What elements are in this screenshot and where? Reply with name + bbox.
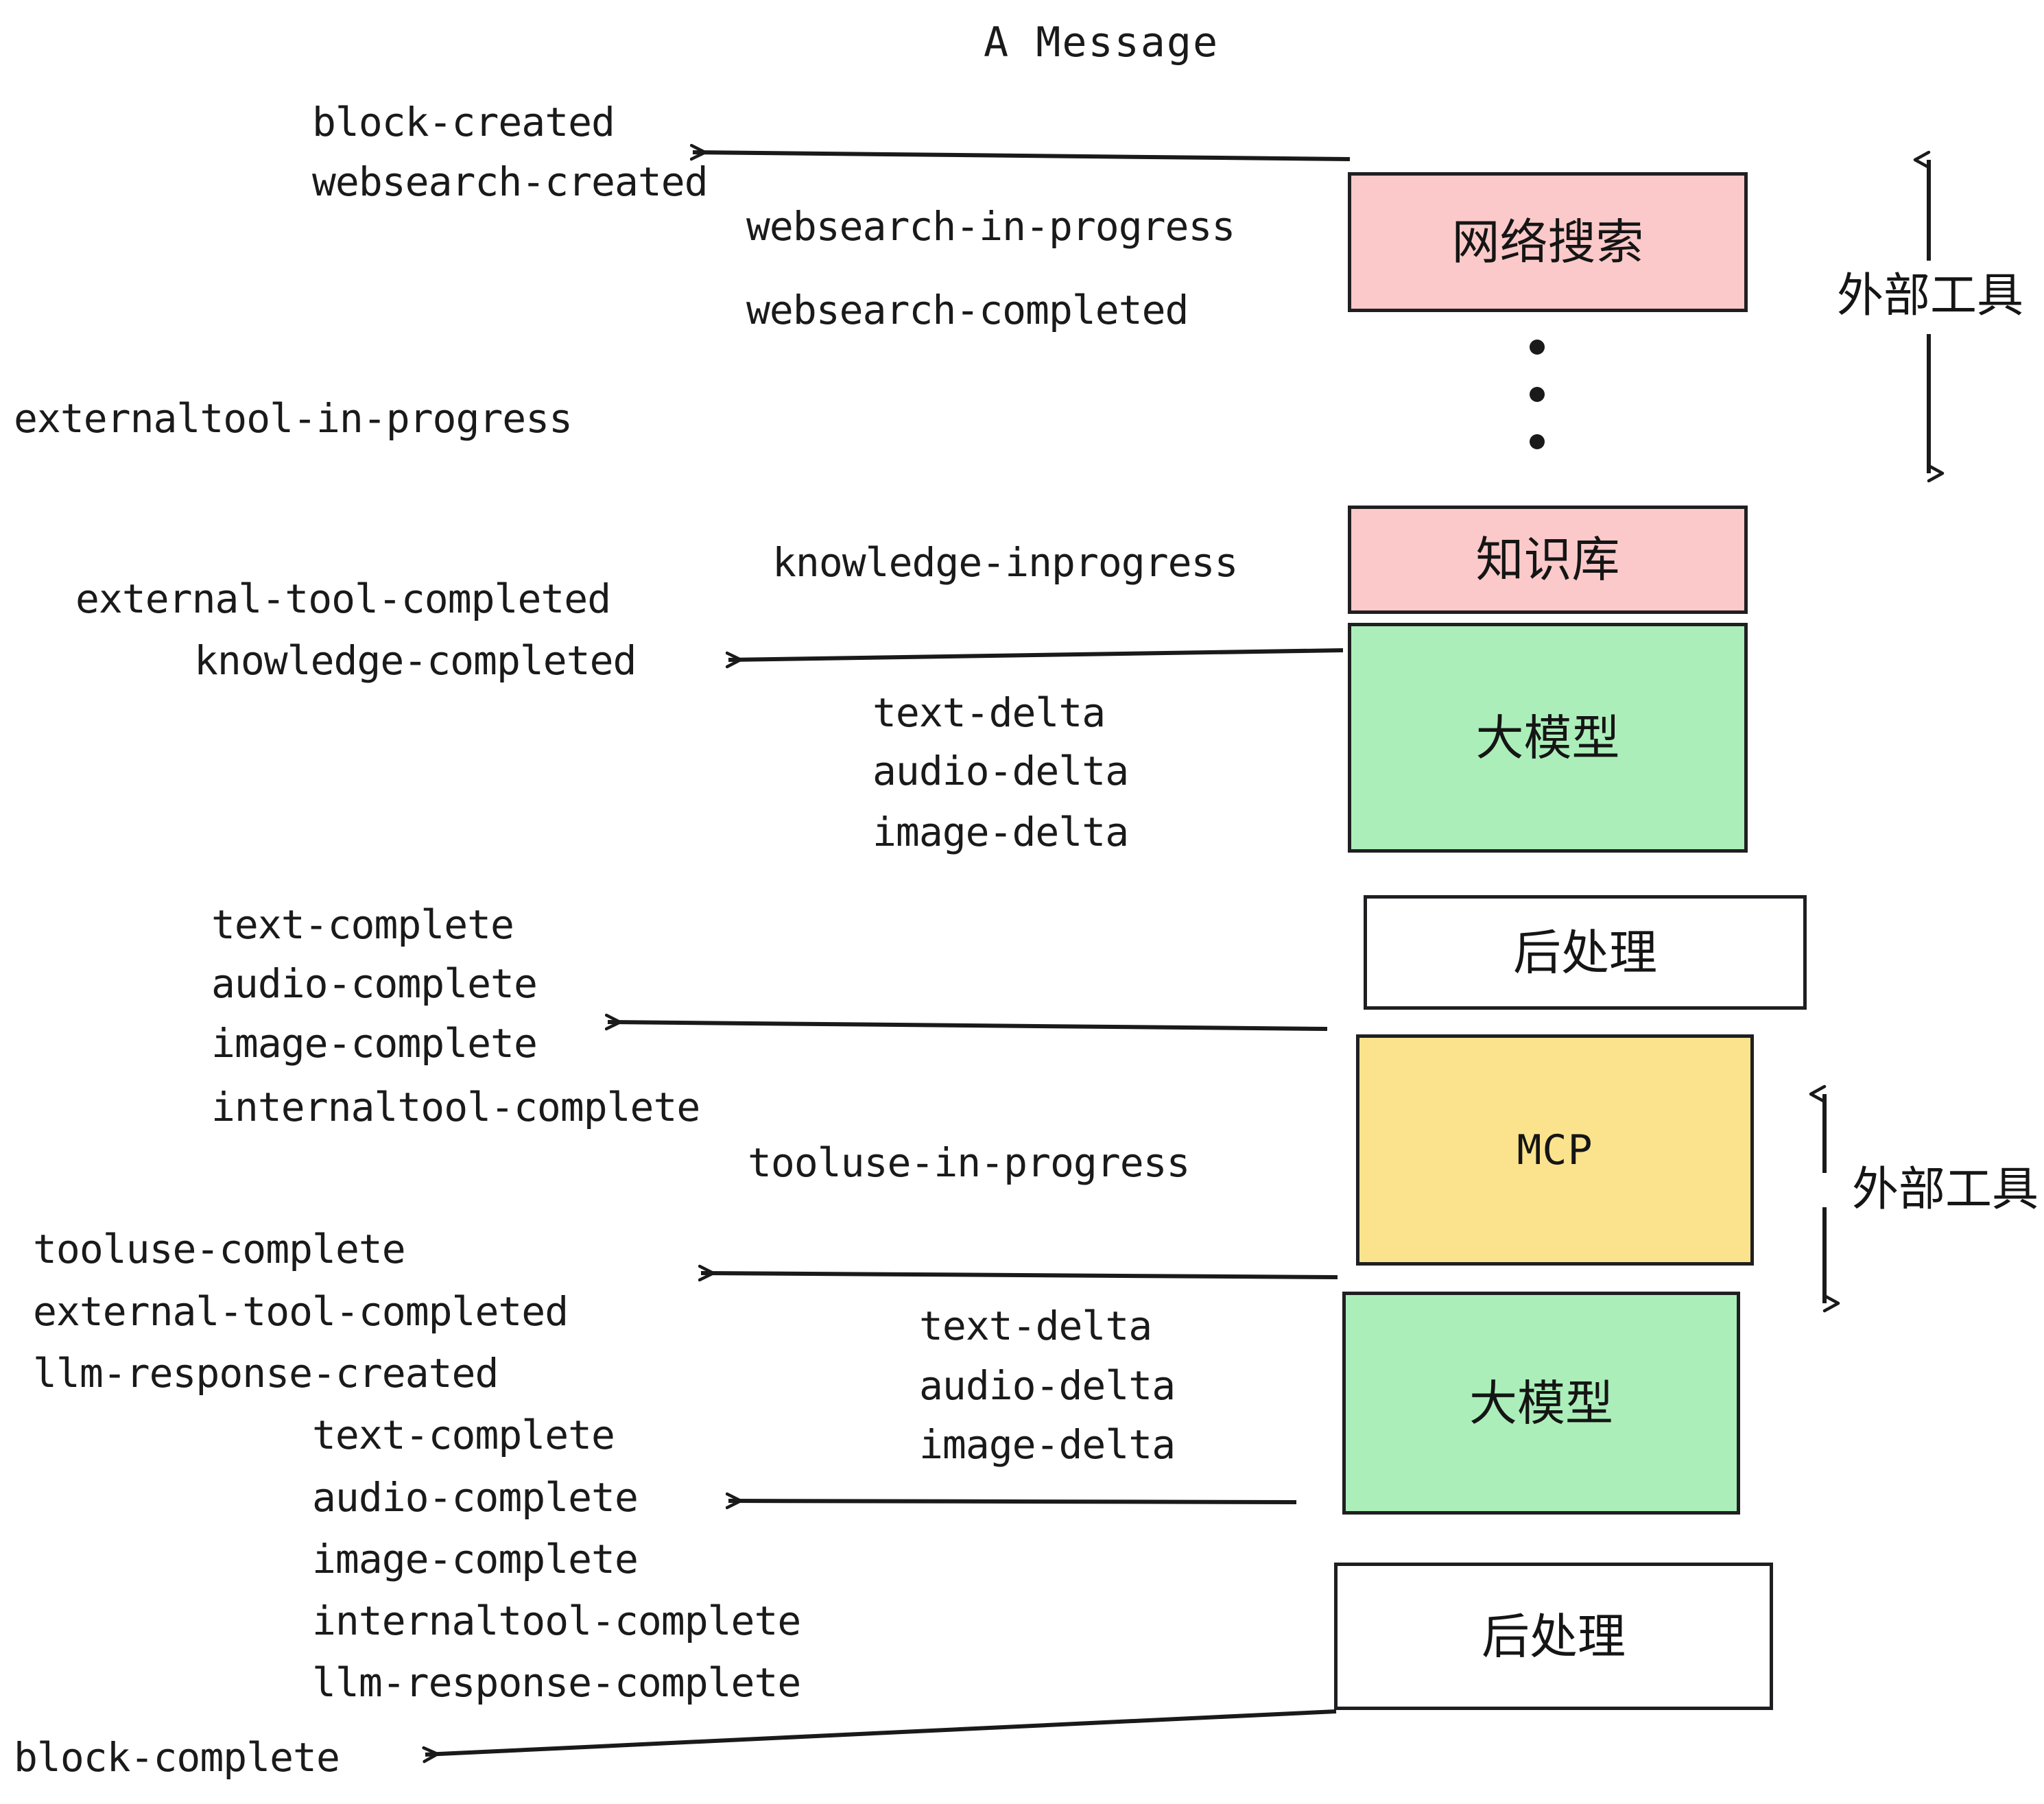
event-websearch-completed: websearch-completed <box>746 287 1189 333</box>
event-tooluse-in-progress: tooluse-in-progress <box>748 1139 1190 1186</box>
event-tooluse-complete: tooluse-complete <box>33 1226 406 1272</box>
node-knowledge-label: 知识库 <box>1475 532 1620 588</box>
side-note-external-tool-bottom: 外部工具 <box>1852 1163 2039 1217</box>
node-llm-2[interactable]: 大模型 <box>1342 1292 1740 1515</box>
event-image-complete-1: image-complete <box>211 1020 538 1067</box>
node-postprocess-1[interactable]: 后处理 <box>1364 895 1807 1010</box>
event-external-tool-completed-2: external-tool-completed <box>33 1288 569 1335</box>
event-image-delta-2: image-delta <box>919 1421 1176 1468</box>
node-knowledge[interactable]: 知识库 <box>1348 506 1748 614</box>
arrow-postprocess2-to-block-complete <box>425 1709 1337 1755</box>
node-mcp-label: MCP <box>1517 1126 1593 1174</box>
event-image-complete-2: image-complete <box>312 1536 639 1582</box>
event-internaltool-complete-2: internaltool-complete <box>312 1598 801 1644</box>
event-audio-complete-2: audio-complete <box>312 1474 639 1521</box>
event-text-delta-1: text-delta <box>872 689 1106 736</box>
vertical-ellipsis-icon <box>1530 340 1550 463</box>
event-image-delta-1: image-delta <box>872 809 1129 855</box>
node-postprocess-1-label: 后处理 <box>1513 924 1657 981</box>
page-title: A Message <box>984 19 1220 67</box>
event-externaltool-in-progress: externaltool-in-progress <box>14 395 573 442</box>
arrow-websearch-to-created <box>693 152 1351 161</box>
event-audio-delta-1: audio-delta <box>872 748 1129 794</box>
node-mcp[interactable]: MCP <box>1356 1034 1754 1266</box>
event-knowledge-inprogress: knowledge-inprogress <box>772 539 1238 586</box>
event-block-created: block-created <box>312 99 615 145</box>
arrow-llm2-to-audio-complete <box>728 1501 1297 1502</box>
event-text-complete-1: text-complete <box>211 901 514 948</box>
event-text-delta-2: text-delta <box>919 1303 1152 1349</box>
node-llm-2-label: 大模型 <box>1469 1375 1613 1432</box>
event-llm-response-complete: llm-response-complete <box>312 1659 801 1706</box>
node-postprocess-2[interactable]: 后处理 <box>1334 1563 1773 1710</box>
side-note-external-tool-top: 外部工具 <box>1837 269 2024 323</box>
event-block-complete: block-complete <box>14 1734 340 1781</box>
event-audio-delta-2: audio-delta <box>919 1362 1176 1409</box>
event-internaltool-complete-1: internaltool-complete <box>211 1084 700 1130</box>
event-llm-response-created: llm-response-created <box>33 1350 499 1397</box>
event-text-complete-2: text-complete <box>312 1412 615 1458</box>
event-external-tool-completed-1: external-tool-completed <box>75 575 611 622</box>
node-postprocess-2-label: 后处理 <box>1482 1608 1626 1665</box>
arrow-mcp-to-tooluse-complete <box>701 1273 1338 1277</box>
event-websearch-in-progress: websearch-in-progress <box>746 203 1235 250</box>
arrow-mcp-to-image-complete <box>608 1022 1328 1031</box>
event-audio-complete-1: audio-complete <box>211 960 538 1007</box>
node-llm-1-label: 大模型 <box>1475 709 1620 766</box>
arrow-knowledge-to-completed <box>728 648 1344 660</box>
node-websearch[interactable]: 网络搜索 <box>1348 172 1748 312</box>
event-websearch-created: websearch-created <box>312 158 709 205</box>
event-knowledge-completed: knowledge-completed <box>194 637 637 684</box>
node-websearch-label: 网络搜索 <box>1451 214 1644 270</box>
node-llm-1[interactable]: 大模型 <box>1348 623 1748 853</box>
